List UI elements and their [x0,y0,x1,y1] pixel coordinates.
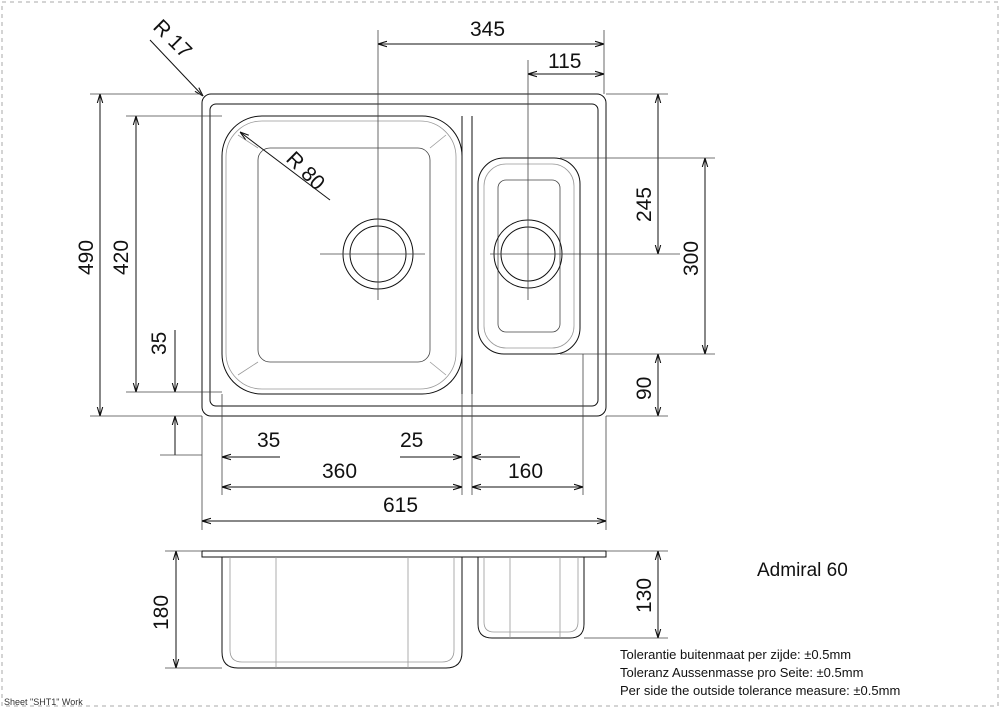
tolerance-german: Toleranz Aussenmasse pro Seite: ±0.5mm [620,665,864,680]
small-bowl-outline [477,157,581,355]
dim-420: 420 [110,240,133,275]
dim-115: 115 [548,50,581,73]
side-rim [201,550,607,558]
dim-r80: R 80 [281,147,329,195]
sink-top-view [201,30,680,417]
dim-35-bottom: 35 [257,429,280,452]
dim-245: 245 [633,187,656,222]
dim-490: 490 [75,240,98,275]
dim-r17: R 17 [148,15,196,63]
dim-90: 90 [633,377,656,400]
small-bowl-inner [483,163,575,349]
main-bowl-inner-1 [225,120,457,390]
dim-300: 300 [680,241,703,276]
sink-inner-edge [209,103,599,407]
dimension-lines [90,30,715,530]
small-bowl-floor [497,179,561,333]
dim-130: 130 [633,578,656,613]
dim-345: 345 [470,18,505,41]
side-small-bowl [477,557,585,639]
sink-outer-edge [201,93,607,417]
main-bowl-floor [257,147,431,363]
dim-160: 160 [508,460,543,483]
side-main-bowl [221,557,463,669]
dim-360: 360 [322,460,357,483]
tolerance-english: Per side the outside tolerance measure: … [620,683,901,698]
sink-side-view [165,550,668,669]
dim-615: 615 [383,494,418,517]
tolerance-dutch: Tolerantie buitenmaat per zijde: ±0.5mm [620,647,852,662]
sheet-label: Sheet "SHT1" Work [4,697,83,707]
dim-35-left: 35 [148,332,171,355]
dim-180: 180 [150,595,173,630]
dim-25: 25 [400,429,423,452]
model-name: Admiral 60 [757,560,848,581]
